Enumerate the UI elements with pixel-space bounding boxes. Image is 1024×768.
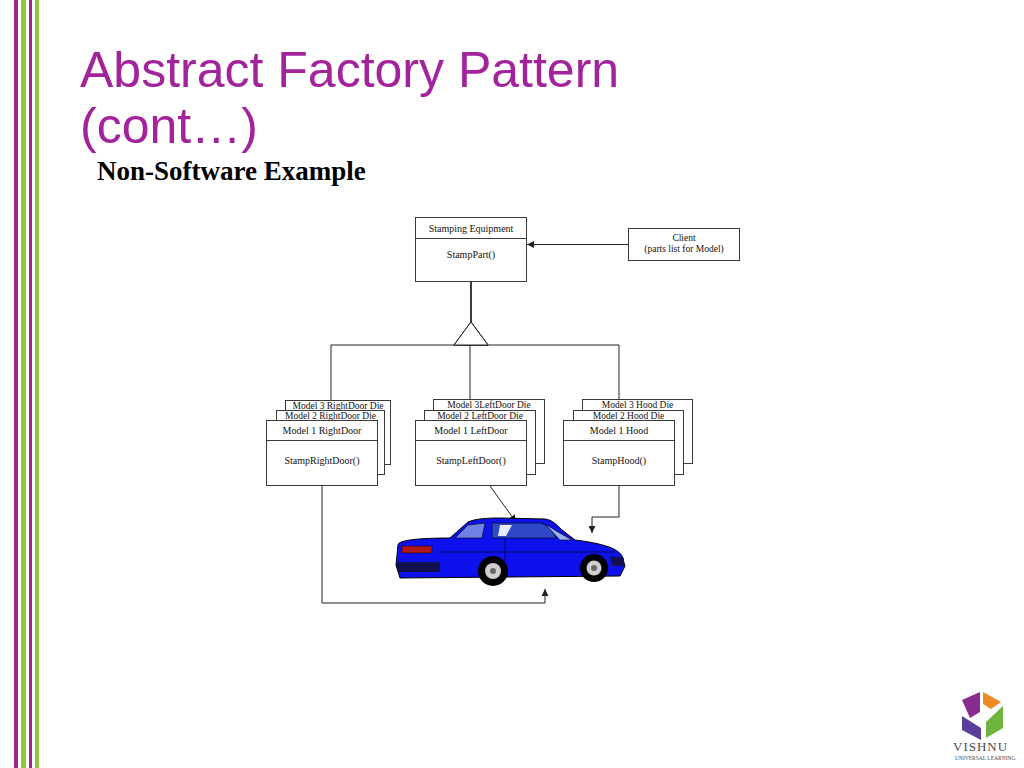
car-wheel (580, 554, 608, 582)
logo-mark (962, 692, 1003, 740)
car-hub (591, 565, 597, 571)
logo-piece (986, 706, 1003, 738)
car-window (455, 523, 485, 538)
stripe (21, 0, 26, 768)
car-taillight (402, 546, 432, 553)
car-illustration (396, 518, 625, 586)
inheritance-triangle (454, 322, 488, 345)
inheritance-triangle (454, 322, 488, 345)
window-glare (498, 525, 512, 536)
stripe (35, 0, 39, 768)
logo-text: VISHNU (953, 740, 1008, 754)
connector-group (527, 244, 628, 245)
method-name: StampLeftDoor() (416, 441, 526, 467)
method-name: StampHood() (564, 441, 674, 467)
class-name: Stamping Equipment (416, 218, 526, 239)
method-name: StampRightDoor() (267, 441, 377, 467)
class-box: Model 1 LeftDoorStampLeftDoor() (415, 420, 527, 486)
logo-piece (962, 716, 981, 740)
slide-subtitle: Non-Software Example (97, 156, 366, 186)
car-wheel (478, 556, 508, 586)
car-windshield (545, 524, 572, 540)
car-hub (587, 561, 602, 576)
car-hub (490, 568, 496, 574)
client-name: Client (629, 229, 739, 244)
leader-line (592, 486, 619, 533)
logo-tagline: UNIVERSAL LEARNING (955, 755, 1015, 761)
inheritance-line (471, 282, 619, 399)
class-name: Model 1 Hood (564, 421, 674, 441)
car-body (396, 518, 625, 578)
method-name: StampPart() (416, 239, 526, 261)
logo-piece (962, 692, 980, 718)
inheritance-line (331, 282, 471, 400)
slide-title: Abstract Factory Pattern (cont…) (80, 42, 780, 154)
client-note: (parts list for Model) (629, 244, 739, 255)
car-hub (485, 563, 501, 579)
connector-group (331, 282, 488, 400)
class-box: Model 1 HoodStampHood() (563, 420, 675, 486)
stripe (29, 0, 32, 768)
association-arrow (527, 244, 628, 245)
car-side-line (440, 552, 615, 553)
client-box: Client(parts list for Model) (628, 228, 740, 261)
logo-piece (983, 692, 1001, 709)
connector-group (454, 282, 619, 399)
class-name: Model 1 RightDoor (267, 421, 377, 441)
class-box: Model 1 RightDoorStampRightDoor() (266, 420, 378, 486)
class-box: Stamping EquipmentStampPart() (415, 217, 527, 282)
car-bumper (610, 556, 624, 566)
inheritance-triangle (454, 322, 488, 345)
die-label: Model 3 Hood Die (583, 400, 692, 410)
leader-line (490, 486, 516, 522)
side-stripes (14, 0, 39, 768)
car-bumper (396, 562, 440, 572)
stripe (14, 0, 18, 768)
die-label: Model 3LeftDoor Die (434, 400, 544, 410)
class-name: Model 1 LeftDoor (416, 421, 526, 441)
